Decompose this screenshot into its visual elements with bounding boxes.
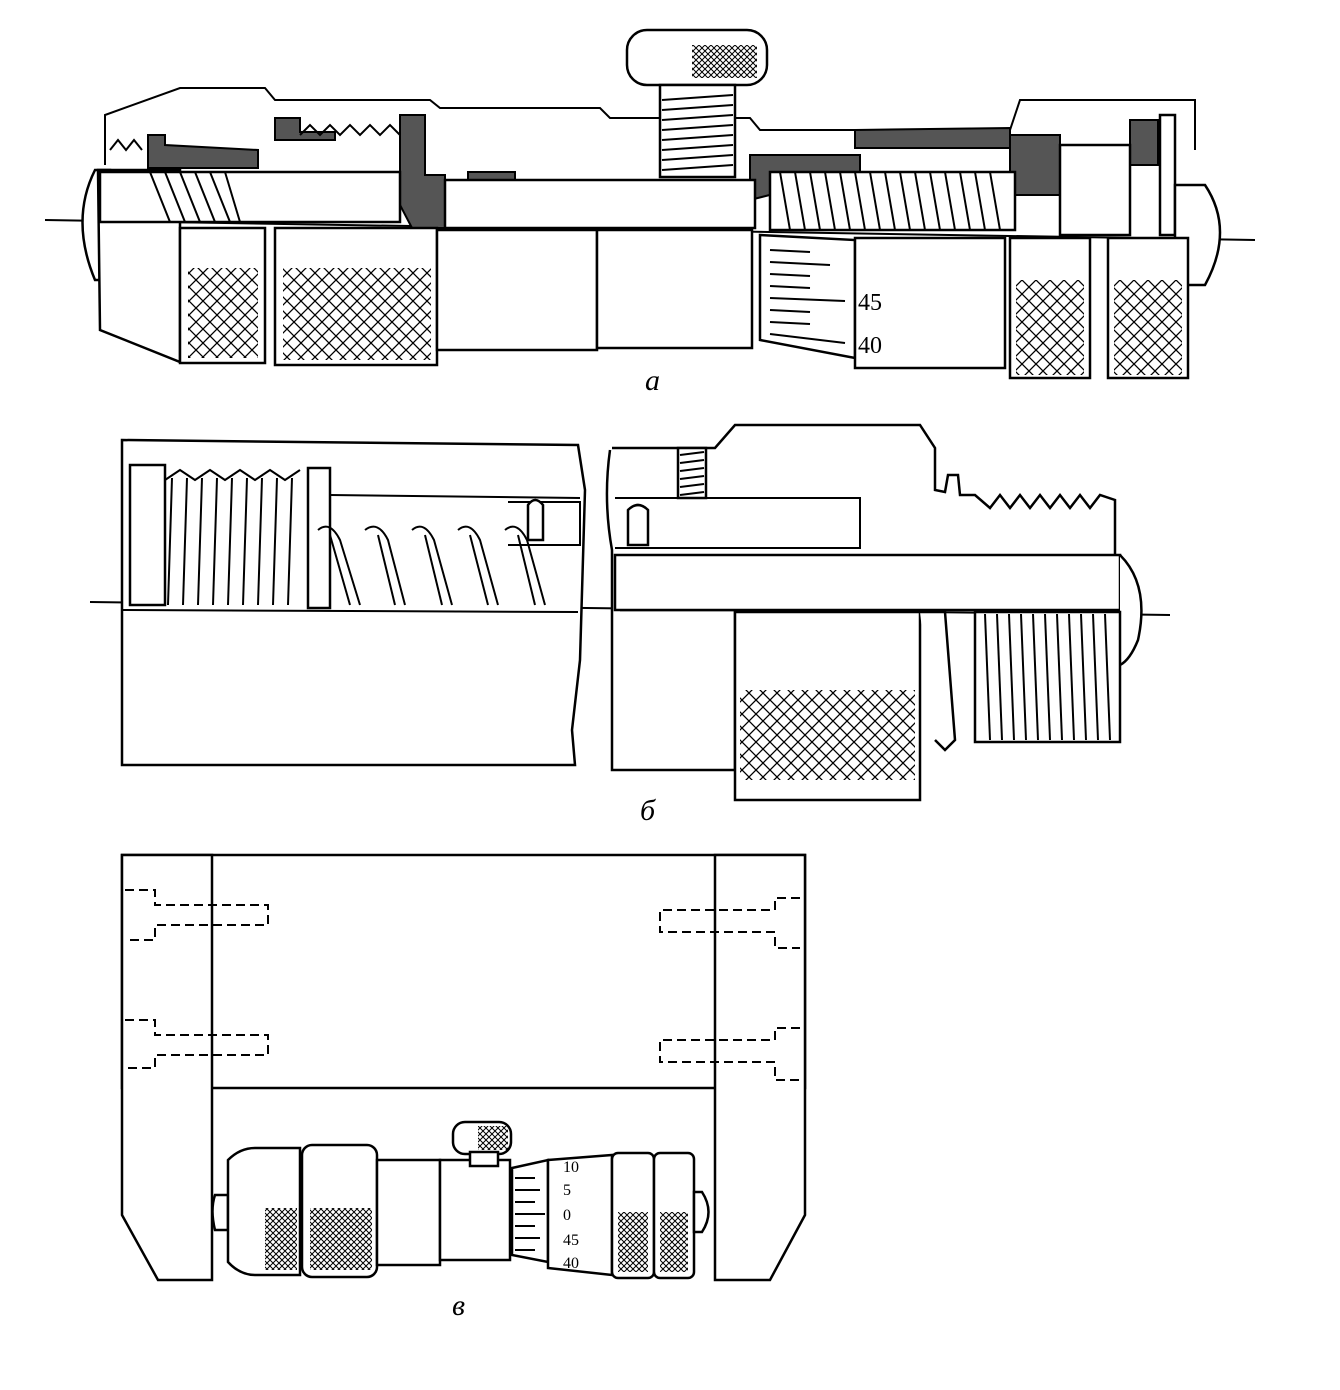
right-thin-plate [1158, 113, 1177, 237]
clamp-screw-thread [661, 94, 734, 171]
micrometer-right-anvil [692, 1190, 710, 1234]
micrometer-right-knurl-2-pattern [660, 1212, 688, 1272]
c-scale-mark-40: 40 [563, 1255, 579, 1272]
section-nut-left [147, 134, 259, 169]
thread-left-top [109, 123, 401, 152]
clamp-screw-shank [658, 83, 737, 179]
left-fragment [120, 438, 587, 767]
upper-body-outline [104, 87, 1196, 165]
right-threaded-sleeve-lines [984, 613, 1111, 741]
spindle-right-thread-lines [779, 171, 1001, 231]
hidden-fastener-left-top [125, 889, 269, 941]
frame-left-jaw [120, 853, 214, 1282]
hidden-fastener-right-top [659, 897, 800, 949]
thimble-body [853, 236, 1007, 370]
figure-a-section-view: 45 40 а [44, 28, 1256, 397]
micrometer-thimble-ticks [515, 1177, 545, 1251]
figure-b-label: б [640, 794, 656, 827]
c-scale-mark-5: 5 [563, 1182, 571, 1199]
right-washer [920, 610, 957, 752]
left-pin [526, 498, 545, 542]
spindle-middle [443, 178, 757, 230]
clamp-screw-knurl [692, 45, 757, 78]
micrometer-thimble-bevel [510, 1158, 550, 1264]
c-scale-mark-0: 0 [563, 1207, 571, 1224]
right-knurled-nut-pattern [740, 690, 915, 780]
knurl-ring-4-pattern [1114, 280, 1182, 375]
hidden-fastener-left-bottom [125, 1019, 269, 1069]
spindle-left [98, 170, 402, 224]
right-pin [626, 503, 650, 547]
right-fragment-outline [612, 423, 1117, 555]
micrometer-right-knurl-1-pattern [618, 1212, 648, 1272]
scale-mark-45: 45 [858, 290, 882, 316]
micrometer-left-anvil [211, 1193, 230, 1232]
micrometer-clamp-stem [468, 1150, 500, 1168]
micrometer-left-cone-knurl [265, 1208, 297, 1270]
right-set-screw [676, 446, 708, 500]
thimble-scale-ticks [769, 249, 846, 344]
section-right-block [1009, 134, 1061, 196]
knurl-ring-3-pattern [1016, 280, 1084, 375]
right-inner-block [1058, 143, 1132, 237]
c-scale-mark-10: 10 [563, 1159, 579, 1176]
left-thread-lines [167, 477, 293, 606]
c-scale-mark-45: 45 [563, 1232, 579, 1249]
frame-right-jaw [713, 853, 807, 1282]
figure-a-label: а [645, 364, 660, 397]
lower-body-middle [435, 228, 599, 352]
micrometer-clamp-body [438, 1158, 512, 1262]
figure-c-assembly-view: 10 5 0 45 40 в [120, 853, 807, 1322]
micrometer-barrel [375, 1158, 442, 1267]
right-inner-rod [615, 497, 861, 549]
left-fragment-end [128, 463, 167, 607]
left-pin-housing [508, 501, 581, 546]
left-rod-top [329, 494, 581, 499]
spring-coils-a [149, 171, 241, 223]
right-spindle [613, 553, 1122, 612]
section-right-tube [854, 126, 1011, 149]
right-set-screw-thread [679, 451, 705, 496]
left-fragment-split [121, 609, 579, 613]
knurl-ring-2-pattern [283, 268, 431, 360]
frame-top-plate [120, 853, 807, 1090]
thimble-scale [758, 233, 857, 360]
right-spindle-tip [1119, 554, 1143, 667]
left-thread-top [164, 468, 301, 482]
micrometer-thimble [546, 1153, 614, 1277]
left-stop-washer [306, 466, 332, 610]
section-right-ring [1129, 119, 1159, 166]
hidden-fastener-right-bottom [659, 1027, 800, 1081]
figure-b-detail-view: б [89, 423, 1171, 827]
micrometer-clamp-knob-knurl [478, 1126, 508, 1150]
section-bushing-left [399, 114, 446, 229]
lower-body-middle-2 [595, 228, 754, 350]
spring-coils-b [317, 525, 546, 606]
scale-mark-40: 40 [858, 333, 882, 359]
micrometer-left-knurl-ring-pattern [310, 1208, 372, 1270]
figure-c-label: в [452, 1289, 465, 1322]
knurl-ring-1-pattern [188, 268, 258, 358]
